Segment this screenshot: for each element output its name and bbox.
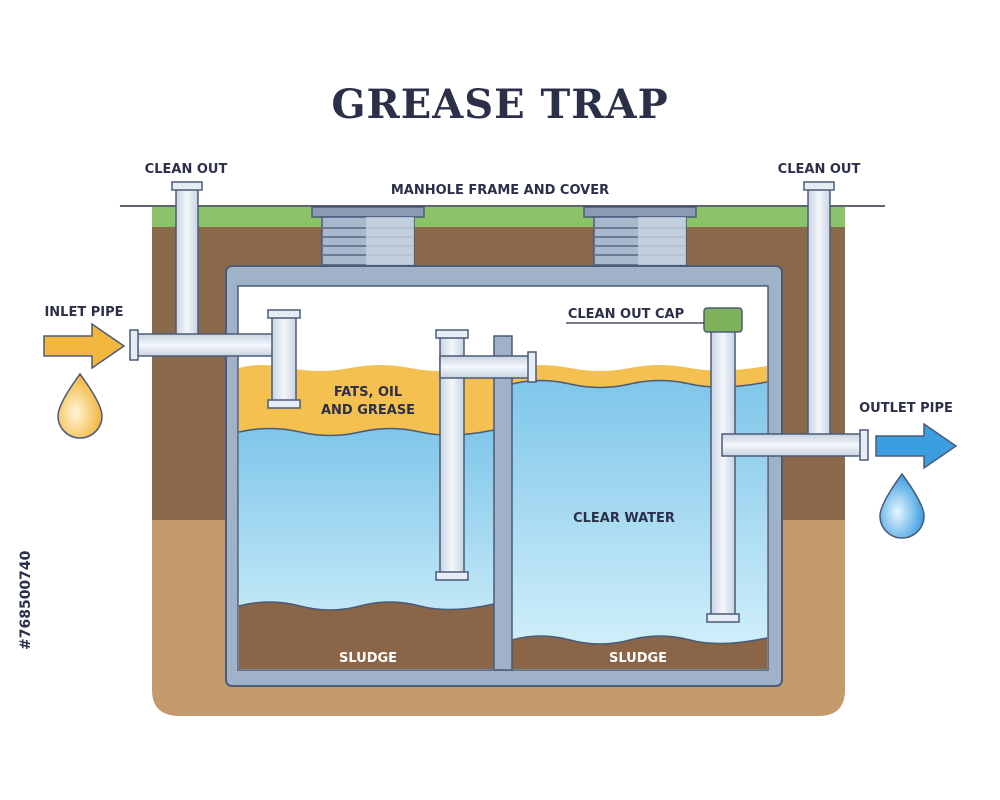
label-outlet-pipe: OUTLET PIPE — [859, 401, 953, 416]
label-clean-out-left: CLEAN OUT — [145, 162, 228, 177]
page-title: GREASE TRAP — [331, 81, 668, 128]
label-inlet-pipe: INLET PIPE — [44, 305, 123, 320]
inlet-arrow-icon — [43, 322, 126, 370]
label-clean-out-cap: CLEAN OUT CAP — [568, 307, 684, 322]
oil-drop-icon — [57, 372, 103, 439]
label-clean-out-right: CLEAN OUT — [778, 162, 861, 177]
label-sludge-left: SLUDGE — [339, 651, 397, 666]
label-clear-water: CLEAR WATER — [573, 511, 675, 526]
manhole-right — [583, 206, 697, 266]
right-chamber — [511, 365, 768, 669]
water-right — [512, 380, 767, 669]
manhole-left — [311, 206, 425, 266]
left-chamber — [238, 365, 495, 669]
outlet-arrow-icon — [875, 422, 958, 470]
outlet-pipe-assembly — [703, 181, 869, 623]
label-sludge-right: SLUDGE — [609, 651, 667, 666]
label-fog-line2: AND GREASE — [321, 403, 415, 418]
sludge-left — [239, 602, 494, 669]
sludge-right — [512, 636, 767, 669]
grass-strip — [152, 207, 845, 227]
watermark-id: #768500740 — [18, 550, 34, 650]
water-drop-icon — [879, 472, 925, 539]
inlet-pipe-assembly — [129, 181, 301, 409]
label-manhole: MANHOLE FRAME AND COVER — [391, 183, 609, 198]
transfer-pipe — [435, 329, 537, 581]
baffle-wall — [493, 335, 513, 671]
clean-out-cap — [703, 307, 743, 333]
label-fog-line1: FATS, OIL — [334, 385, 402, 400]
